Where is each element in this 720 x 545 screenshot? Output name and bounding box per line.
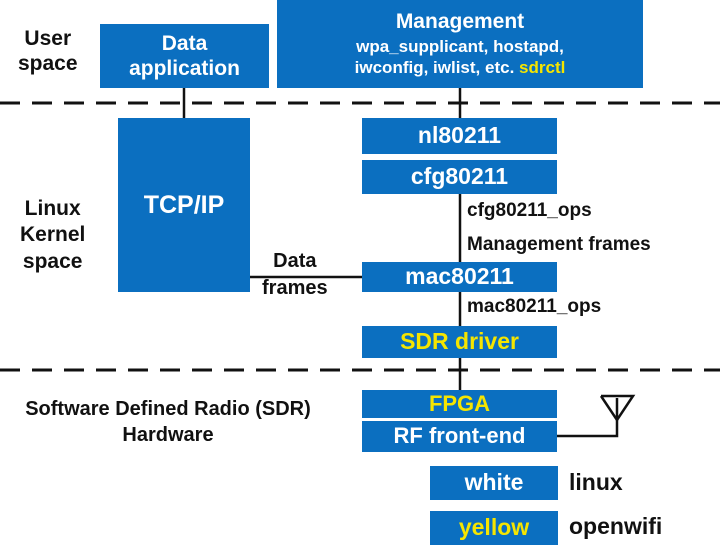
legend-swatch-white: white: [430, 466, 558, 500]
management-tools-line: iwconfig, iwlist, etc. sdrctl: [355, 57, 566, 79]
edge-label-line: frames: [262, 277, 328, 299]
legend-swatch-yellow: yellow: [430, 511, 558, 545]
tcpip-box: TCP/IP: [118, 118, 250, 292]
box-label: RF front-end: [393, 423, 526, 449]
legend-label-linux: linux: [569, 469, 623, 495]
edge-label-cfg80211-ops: cfg80211_ops: [467, 200, 592, 221]
layer-label-line: space: [18, 52, 78, 76]
box-label: nl80211: [417, 122, 502, 149]
link-rf-antenna: [557, 420, 619, 438]
box-label: FPGA: [428, 390, 491, 416]
edge-label-mac80211-ops: mac80211_ops: [467, 296, 602, 317]
layer-label-line: Software Defined Radio (SDR): [25, 398, 311, 420]
layer-label-user-space: User space: [18, 26, 78, 76]
box-label: SDR driver: [400, 328, 519, 355]
layer-label-kernel-space: Linux Kernel space: [20, 196, 85, 275]
sdrctl-label: sdrctl: [519, 58, 566, 78]
management-box: Management wpa_supplicant, hostapd, iwco…: [277, 0, 643, 88]
layer-label-line: Linux: [24, 197, 81, 220]
edge-label-line: Data: [273, 250, 317, 272]
nl80211-box: nl80211: [362, 118, 557, 154]
legend-label-openwifi: openwifi: [569, 513, 663, 539]
box-label: cfg80211: [410, 163, 509, 190]
box-label: mac80211: [405, 263, 514, 290]
data-application-box: Data application: [100, 24, 269, 88]
rf-frontend-box: RF front-end: [362, 421, 557, 452]
layer-label-line: Hardware: [122, 424, 214, 446]
legend-swatch-label: yellow: [458, 514, 530, 541]
box-label: TCP/IP: [143, 191, 225, 219]
management-title: Management: [395, 9, 525, 33]
layer-label-hardware: Software Defined Radio (SDR) Hardware: [0, 396, 336, 448]
management-tools-text: iwconfig, iwlist, etc.: [354, 58, 515, 78]
layer-label-line: Kernel: [20, 223, 86, 247]
layer-label-line: User: [24, 27, 72, 50]
box-label-line: application: [129, 57, 240, 80]
management-tools-line: wpa_supplicant, hostapd,: [356, 36, 564, 56]
cfg80211-box: cfg80211: [362, 160, 557, 194]
legend-swatch-label: white: [464, 469, 524, 496]
fpga-box: FPGA: [362, 390, 557, 418]
edge-label-data-frames: Data frames: [262, 248, 328, 302]
mac80211-box: mac80211: [362, 262, 557, 292]
sdr-driver-box: SDR driver: [362, 326, 557, 358]
edge-label-management-frames: Management frames: [467, 234, 651, 255]
layer-label-line: space: [22, 249, 83, 273]
box-label-line: Data: [161, 31, 208, 55]
antenna-icon: [599, 394, 636, 423]
